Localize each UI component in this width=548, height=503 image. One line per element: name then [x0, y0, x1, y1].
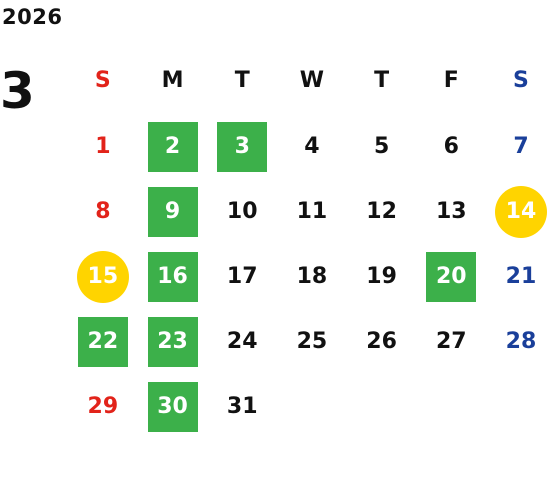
day-number: 1: [95, 134, 111, 159]
day-cell-12[interactable]: 12: [347, 179, 417, 244]
day-cell-8[interactable]: 8: [68, 179, 138, 244]
calendar-year: 2026: [2, 5, 63, 29]
empty-day-cell-wednesday: [277, 374, 347, 439]
weekday-header-wednesday: W: [299, 67, 325, 93]
day-cell-20[interactable]: 20: [416, 244, 486, 309]
yellow-day-marker: [494, 185, 547, 238]
day-number: 2: [164, 134, 181, 159]
day-number: 12: [366, 199, 397, 224]
day-number: 3: [234, 134, 250, 159]
calendar-week-row: 1 2 3 4 5 6 7: [68, 114, 548, 179]
day-number: 17: [226, 264, 258, 289]
day-cell-2[interactable]: 2: [138, 114, 208, 179]
day-cell-1[interactable]: 1: [68, 114, 138, 179]
day-number: 20: [435, 264, 467, 289]
day-cell-9[interactable]: 9: [138, 179, 208, 244]
day-number: 31: [226, 394, 258, 419]
green-day-marker: [147, 381, 198, 432]
green-day-marker: [147, 251, 198, 302]
day-cell-31[interactable]: 31: [207, 374, 277, 439]
day-number: 23: [157, 329, 188, 354]
day-number: 24: [226, 329, 258, 354]
empty-day-cell-thursday: [347, 374, 417, 439]
day-number: 4: [304, 134, 320, 159]
day-cell-26[interactable]: 26: [347, 309, 417, 374]
day-cell-27[interactable]: 27: [416, 309, 486, 374]
day-cell-19[interactable]: 19: [347, 244, 417, 309]
day-number: 27: [435, 329, 467, 354]
day-cell-28[interactable]: 28: [486, 309, 548, 374]
green-day-marker: [77, 316, 128, 367]
day-number: 7: [513, 134, 529, 159]
calendar-month: 3: [0, 62, 35, 120]
day-number: 25: [296, 329, 328, 354]
weekday-header-saturday: S: [513, 67, 529, 93]
day-number: 8: [95, 199, 111, 224]
day-number: 16: [157, 264, 188, 289]
day-cell-24[interactable]: 24: [207, 309, 277, 374]
green-day-marker: [217, 121, 268, 172]
day-cell-30[interactable]: 30: [138, 374, 208, 439]
day-cell-23[interactable]: 23: [138, 309, 208, 374]
day-number: 28: [505, 329, 537, 354]
day-number: 11: [296, 199, 328, 224]
green-day-marker: [147, 121, 198, 172]
day-number: 13: [435, 199, 467, 224]
day-cell-18[interactable]: 18: [277, 244, 347, 309]
weekday-header-monday: M: [161, 67, 184, 93]
green-day-marker: [147, 186, 198, 237]
day-cell-13[interactable]: 13: [416, 179, 486, 244]
day-number: 10: [226, 199, 258, 224]
day-cell-7[interactable]: 7: [486, 114, 548, 179]
day-cell-29[interactable]: 29: [68, 374, 138, 439]
day-number: 15: [87, 264, 119, 289]
green-day-marker: [147, 316, 198, 367]
day-number: 18: [296, 264, 328, 289]
day-number: 22: [87, 329, 119, 354]
day-cell-22[interactable]: 22: [68, 309, 138, 374]
day-number: 29: [87, 394, 119, 419]
calendar-week-row: 22 23 24 25 26 27 28: [68, 309, 548, 374]
calendar-week-row: 29 30 31: [68, 374, 548, 439]
day-cell-15[interactable]: 15: [68, 244, 138, 309]
day-cell-6[interactable]: 6: [416, 114, 486, 179]
day-cell-10[interactable]: 10: [207, 179, 277, 244]
day-cell-16[interactable]: 16: [138, 244, 208, 309]
day-cell-25[interactable]: 25: [277, 309, 347, 374]
day-number: 6: [443, 134, 459, 159]
day-cell-17[interactable]: 17: [207, 244, 277, 309]
day-cell-14[interactable]: 14: [486, 179, 548, 244]
empty-day-cell-saturday: [486, 374, 548, 439]
weekday-header-sunday: S: [94, 67, 111, 93]
yellow-day-marker: [76, 250, 129, 303]
day-number: 9: [164, 199, 181, 224]
day-number: 5: [373, 134, 390, 159]
green-day-marker: [426, 251, 477, 302]
day-number: 19: [366, 264, 397, 289]
day-number: 14: [505, 199, 537, 224]
weekday-header-friday: F: [443, 67, 459, 93]
day-number: 30: [157, 394, 188, 419]
weekday-header-row: S M T W T F S: [68, 46, 548, 114]
day-cell-3[interactable]: 3: [207, 114, 277, 179]
day-cell-21[interactable]: 21: [486, 244, 548, 309]
day-number: 21: [505, 264, 537, 289]
day-cell-4[interactable]: 4: [277, 114, 347, 179]
day-cell-5[interactable]: 5: [347, 114, 417, 179]
weekday-header-tuesday: T: [234, 67, 250, 93]
weekday-header-thursday: T: [374, 67, 390, 93]
calendar-week-row: 15 16 17 18 19 20 21: [68, 244, 548, 309]
day-cell-11[interactable]: 11: [277, 179, 347, 244]
calendar-week-row: 8 9 10 11 12 13 14: [68, 179, 548, 244]
empty-day-cell-friday: [416, 374, 486, 439]
day-number: 26: [366, 329, 397, 354]
